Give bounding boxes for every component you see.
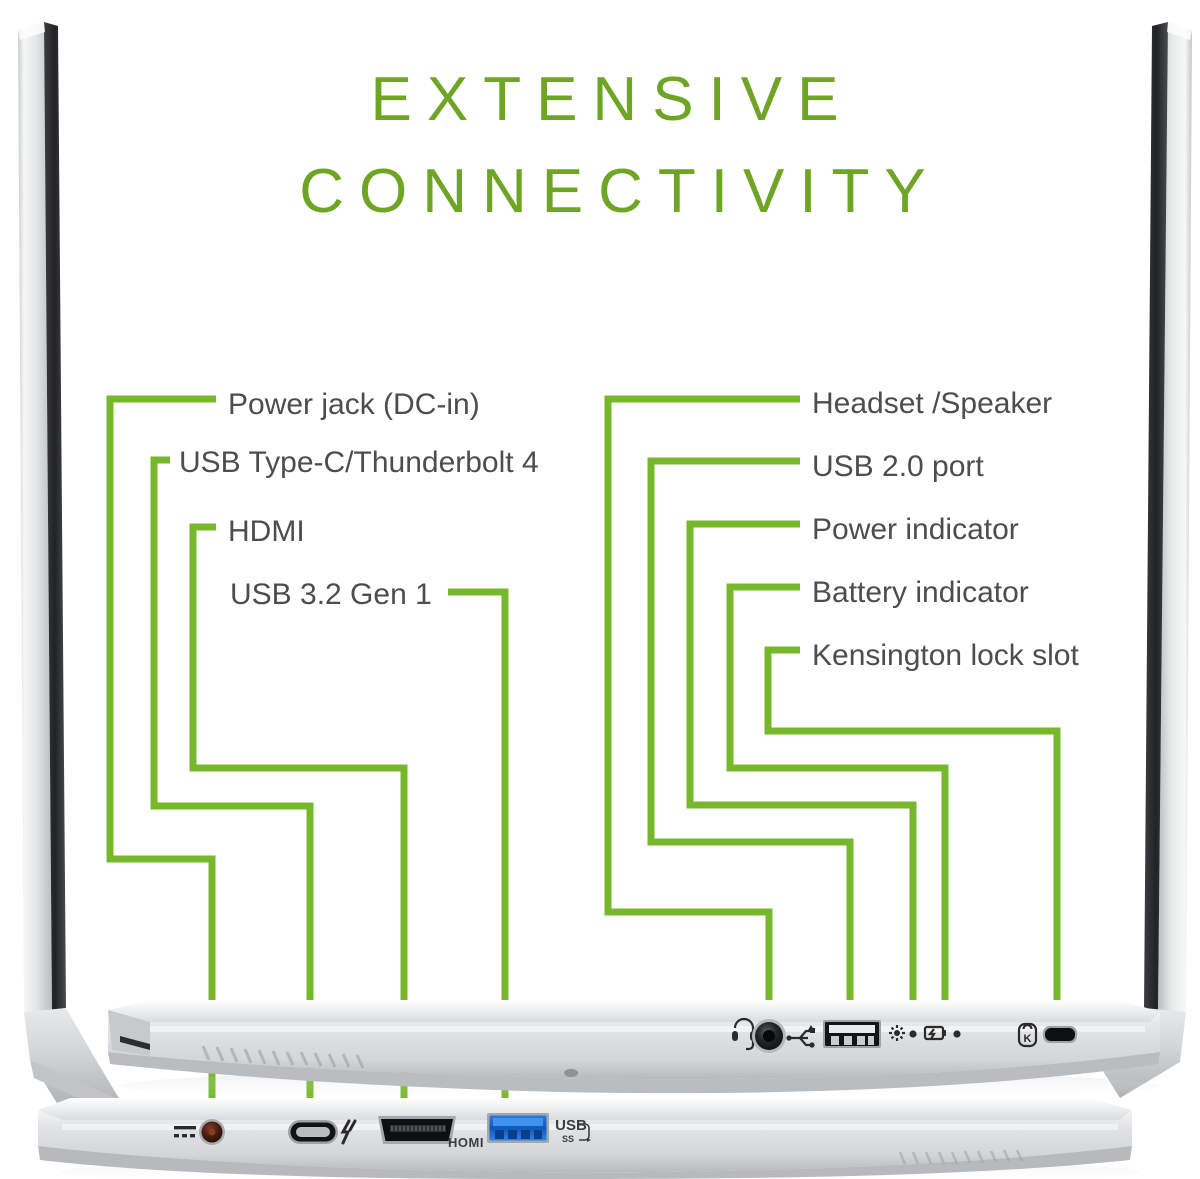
leader-battery-indicator (726, 583, 949, 1022)
laptop-body-lower: HOMI USB SS (38, 1098, 1140, 1179)
usb-icon: USB SS (555, 1117, 591, 1144)
label-kensington: Kensington lock slot (812, 639, 1079, 672)
label-usb20: USB 2.0 port (812, 450, 984, 483)
usb32-port: USB SS (487, 1113, 591, 1144)
laptop-lid-left (18, 22, 120, 1116)
usb-port-marking: USB (555, 1117, 587, 1134)
power-indicator (889, 1025, 917, 1041)
lock-icon: K (1017, 1022, 1038, 1048)
vents-upper-body (201, 1045, 365, 1069)
usb-c-port (288, 1119, 357, 1145)
hdmi-port: HOMI (378, 1116, 484, 1150)
leader-usb20 (647, 457, 854, 1032)
usb-trident-icon (786, 1025, 815, 1048)
usb-ss-marking: SS (562, 1134, 574, 1144)
leader-usb32 (448, 588, 509, 1118)
leader-usb-c (150, 456, 314, 1118)
label-power-indicator: Power indicator (812, 513, 1019, 546)
leader-hdmi (189, 523, 408, 1118)
battery-indicator (923, 1025, 961, 1041)
power-indicator-icon (889, 1025, 905, 1041)
leader-power-indicator (686, 520, 917, 1022)
page-title-line2: CONNECTIVITY (299, 157, 941, 226)
label-power-jack: Power jack (DC-in) (228, 388, 480, 421)
leader-power-jack (106, 395, 216, 1118)
battery-indicator-icon (923, 1025, 946, 1041)
page-title-line1: EXTENSIVE (371, 65, 854, 134)
dc-in-port (174, 1119, 225, 1145)
hdmi-port-marking: HOMI (448, 1135, 484, 1150)
leader-kensington (764, 646, 1061, 1025)
vents-lower-body (898, 1149, 1024, 1165)
headset-jack-port (732, 1017, 786, 1053)
leader-headset (604, 395, 800, 1024)
usb2-port (786, 1020, 881, 1048)
label-usb-c: USB Type-C/Thunderbolt 4 (179, 446, 539, 479)
laptop-body-upper: K (108, 1000, 1160, 1102)
kensington-lock-slot: K (1017, 1022, 1077, 1048)
label-usb32: USB 3.2 Gen 1 (230, 578, 432, 611)
svg-text:K: K (1024, 1033, 1032, 1045)
label-headset: Headset /Speaker (812, 387, 1052, 420)
thunderbolt-icon (340, 1119, 357, 1145)
dc-in-icon (174, 1126, 196, 1138)
label-hdmi: HDMI (228, 515, 305, 548)
label-battery-indicator: Battery indicator (812, 576, 1029, 609)
